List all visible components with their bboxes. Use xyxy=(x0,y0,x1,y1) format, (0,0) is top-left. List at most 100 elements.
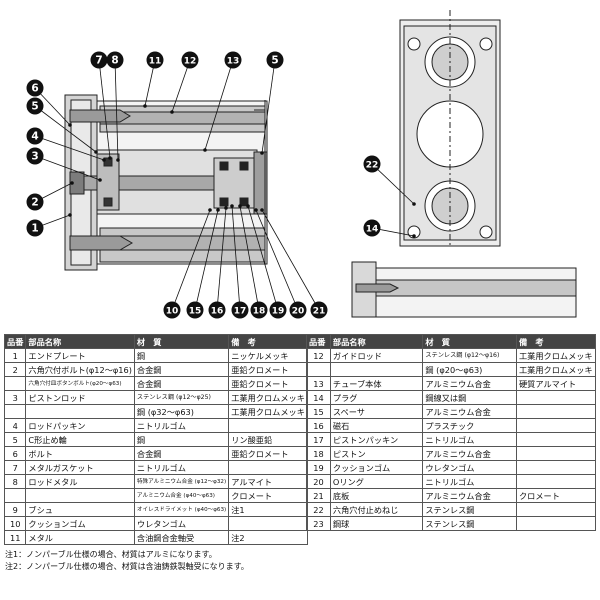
cell-no: 13 xyxy=(306,376,331,391)
side-view xyxy=(351,261,577,318)
cell-name xyxy=(25,488,135,503)
callout-7: 7 xyxy=(90,51,108,69)
callout-label: 19 xyxy=(272,307,285,317)
cell-remarks: 工業用クロムメッキ xyxy=(515,348,597,363)
leader-dot xyxy=(224,206,228,210)
cell-no: 20 xyxy=(306,474,331,489)
leader-dot xyxy=(246,204,250,208)
callout-4: 4 xyxy=(26,127,44,145)
callout-badge xyxy=(231,301,249,319)
leader-dot xyxy=(143,104,147,108)
header-no: 品番 xyxy=(306,334,331,349)
callout-badge xyxy=(266,51,284,69)
cell-remarks xyxy=(515,502,597,517)
callout-badge xyxy=(269,301,287,319)
leader-dot xyxy=(108,156,112,160)
leader-dot xyxy=(412,202,416,206)
callout-8: 8 xyxy=(106,51,124,69)
leader-line xyxy=(34,155,101,181)
leader-dot xyxy=(208,208,212,212)
cell-material: ステンレス鋼 (φ12～φ25) xyxy=(133,390,230,405)
cell-material: プラスチック xyxy=(422,418,517,433)
callout-badge xyxy=(208,301,226,319)
callout-label: 14 xyxy=(366,225,379,235)
cell-remarks: アルマイト xyxy=(228,474,308,489)
cell-remarks xyxy=(515,474,597,489)
cell-material: ステンレス鋼 xyxy=(422,502,517,517)
cell-material: 鋼 (φ20～φ63) xyxy=(422,362,517,377)
leader-dot xyxy=(94,150,98,154)
cell-remarks: 工業用クロムメッキ xyxy=(228,404,308,419)
cell-name: ピストンパッキン xyxy=(329,432,424,447)
leader-dot xyxy=(68,123,72,127)
callout-badge xyxy=(26,127,44,145)
table-row: 鋼 (φ32～φ63)工業用クロムメッキ xyxy=(3,404,308,419)
callout-badge xyxy=(250,301,268,319)
header-no: 品番 xyxy=(3,334,27,349)
cell-no: 21 xyxy=(306,488,331,503)
cell-material: ニトリルゴム xyxy=(133,418,230,433)
header-remarks: 備 考 xyxy=(515,334,597,349)
cell-material: 特殊アルミニウム合金 (φ12～φ32) xyxy=(133,474,230,489)
cell-no xyxy=(3,404,27,419)
cell-no: 12 xyxy=(306,348,331,363)
leader-dot xyxy=(102,158,106,162)
callout-label: 21 xyxy=(313,307,326,317)
cell-material: 鋼線又は鋼 xyxy=(422,390,517,405)
callout-label: 4 xyxy=(31,131,38,143)
cell-name: チューブ本体 xyxy=(329,376,424,391)
cell-material: ウレタンゴム xyxy=(133,516,230,531)
cell-name: メタルガスケット xyxy=(25,460,135,475)
cell-name: 磁石 xyxy=(329,418,424,433)
callout-13: 13 xyxy=(224,51,242,69)
callout-label: 7 xyxy=(95,55,102,67)
cell-material: アルミニウム合金 xyxy=(422,404,517,419)
table-row: 六角穴付皿ボタンボルト(φ20～φ63)合金鋼亜鉛クロメート xyxy=(3,376,308,391)
header-remarks: 備 考 xyxy=(228,334,308,349)
cell-remarks xyxy=(228,516,308,531)
callout-badge xyxy=(26,193,44,211)
leader-dot xyxy=(230,204,234,208)
leader-dot xyxy=(170,110,174,114)
cell-material: ニトリルゴム xyxy=(133,460,230,475)
leader-line xyxy=(114,59,119,161)
cell-name: ボルト xyxy=(25,446,135,461)
callout-3: 3 xyxy=(26,147,44,165)
cell-name: ロッドメタル xyxy=(25,474,135,489)
table-row: 鋼 (φ20～φ63)工業用クロムメッキ xyxy=(306,362,597,377)
callout-label: 8 xyxy=(111,55,118,67)
cell-remarks xyxy=(515,460,597,475)
cell-remarks: 亜鉛クロメート xyxy=(228,362,308,377)
leader-line xyxy=(261,209,320,311)
cell-no: 16 xyxy=(306,418,331,433)
leader-dot xyxy=(98,178,102,182)
callout-2: 2 xyxy=(26,193,44,211)
leader-line xyxy=(247,205,279,311)
cell-remarks xyxy=(515,432,597,447)
leader-line xyxy=(171,209,211,311)
cell-no: 19 xyxy=(306,460,331,475)
callout-label: 6 xyxy=(31,83,38,95)
leader-dot xyxy=(70,181,74,185)
callout-badge xyxy=(310,301,328,319)
leader-line xyxy=(34,105,97,153)
cell-remarks: クロメート xyxy=(515,488,597,503)
leader-dot xyxy=(203,148,207,152)
cell-material: ステンレス鋼 (φ12～φ16) xyxy=(422,348,517,363)
callout-1: 1 xyxy=(26,219,44,237)
cell-name: C形止め輪 xyxy=(25,432,135,447)
callout-label: 13 xyxy=(227,57,240,67)
cell-name: 六角穴付止めねじ xyxy=(329,502,424,517)
cell-material: 鋼 xyxy=(133,432,230,447)
callout-17: 17 xyxy=(231,301,249,319)
